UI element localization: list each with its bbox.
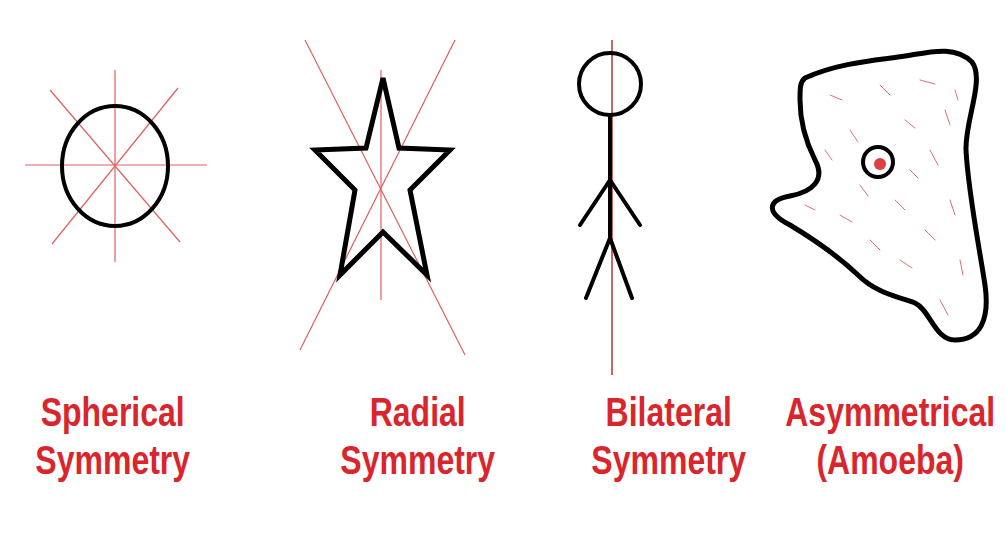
symmetry-label: Spherical Symmetry (35, 388, 190, 484)
symmetry-label: Radial Symmetry (340, 388, 495, 484)
radial-figure (300, 40, 465, 355)
symmetry-label: Bilateral Symmetry (591, 388, 746, 484)
spherical-figure (25, 70, 207, 262)
symmetry-label: Asymmetrical (Amoeba) (785, 388, 995, 484)
bilateral-figure (579, 40, 641, 375)
amoeba-figure (772, 51, 986, 340)
